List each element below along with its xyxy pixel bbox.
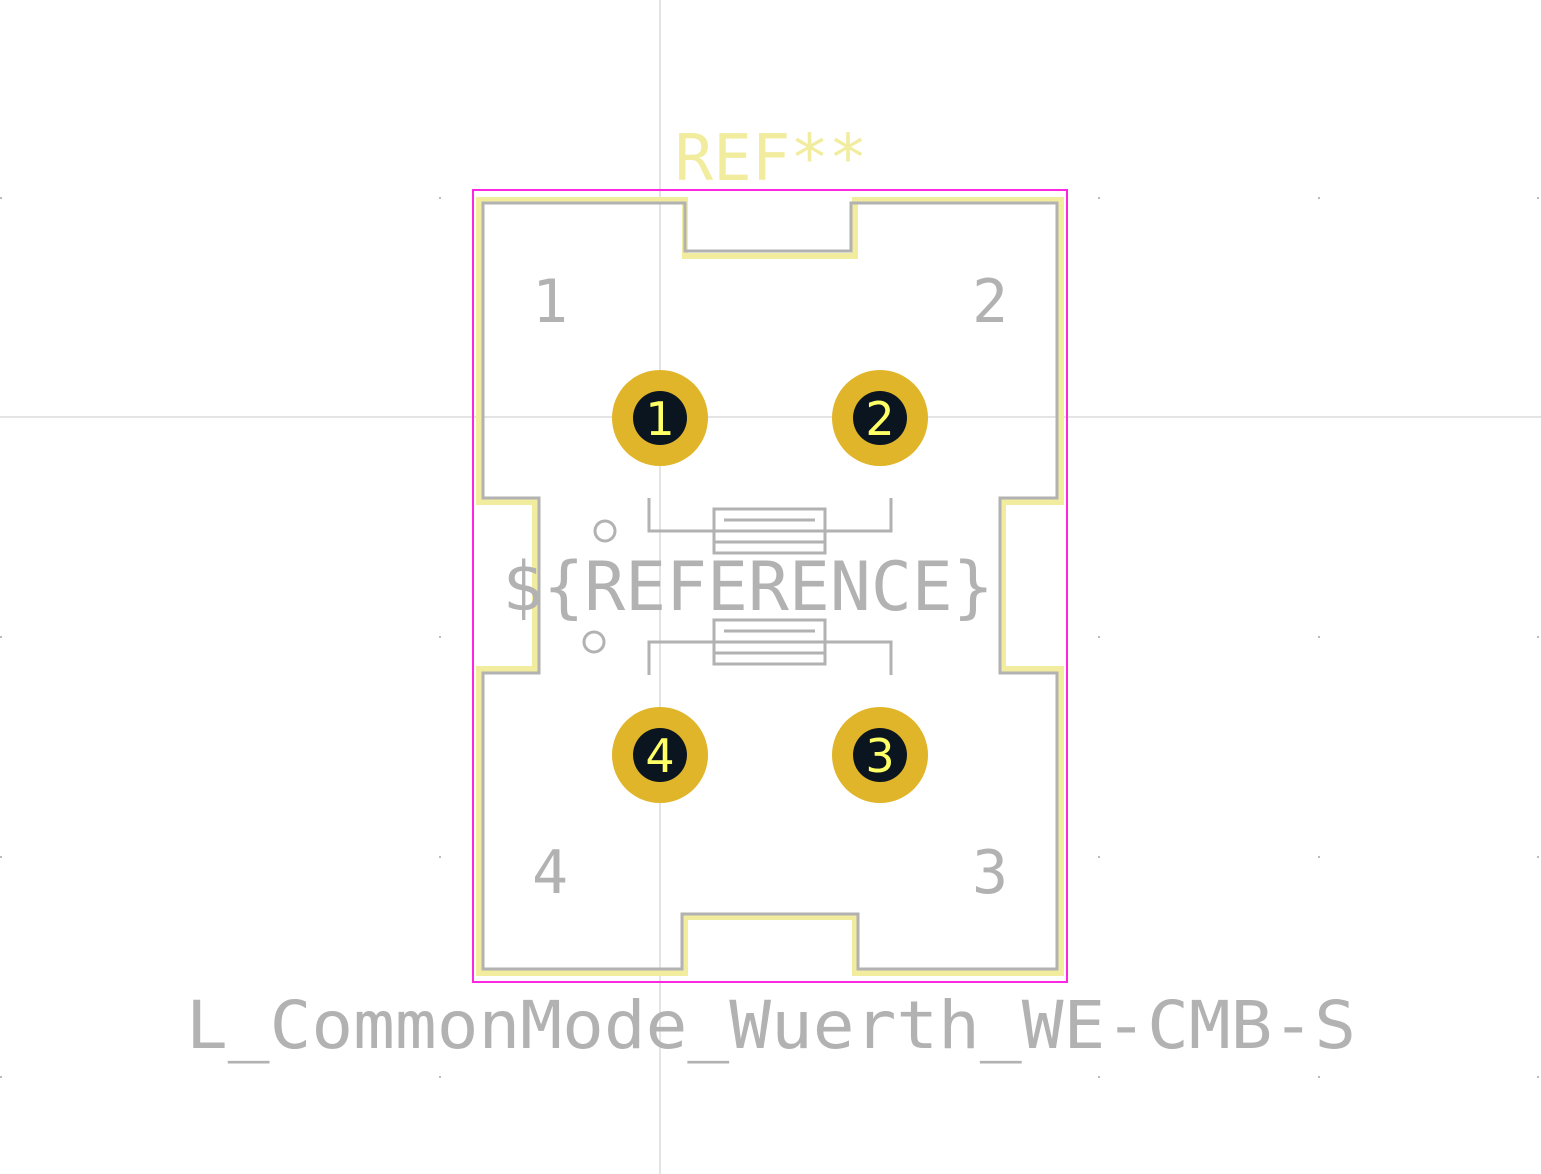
pin-label-4: 4 bbox=[532, 838, 568, 908]
pad-number-2: 2 bbox=[865, 392, 894, 446]
grid-dots bbox=[0, 197, 1539, 1078]
value-label[interactable]: L_CommonMode_Wuerth_WE-CMB-S bbox=[186, 987, 1356, 1064]
pin-label-1: 1 bbox=[532, 267, 568, 337]
pad-4[interactable]: 4 bbox=[612, 707, 708, 803]
pin-label-2: 2 bbox=[972, 267, 1008, 337]
pad-number-4: 4 bbox=[645, 729, 674, 783]
polarity-dots bbox=[582, 519, 617, 654]
fab-outline bbox=[481, 201, 1059, 971]
courtyard-outline bbox=[472, 189, 1068, 983]
pad-number-3: 3 bbox=[865, 729, 894, 783]
pad-2[interactable]: 2 bbox=[832, 370, 928, 466]
pad-number-1: 1 bbox=[645, 392, 674, 446]
pad-3[interactable]: 3 bbox=[832, 707, 928, 803]
reference-variable-label[interactable]: ${REFERENCE} bbox=[502, 548, 993, 627]
pin-label-3: 3 bbox=[972, 838, 1008, 908]
inductor-symbol bbox=[647, 498, 893, 675]
reference-label[interactable]: REF** bbox=[675, 122, 868, 196]
pad-1[interactable]: 1 bbox=[612, 370, 708, 466]
silkscreen-outline bbox=[476, 197, 1064, 976]
